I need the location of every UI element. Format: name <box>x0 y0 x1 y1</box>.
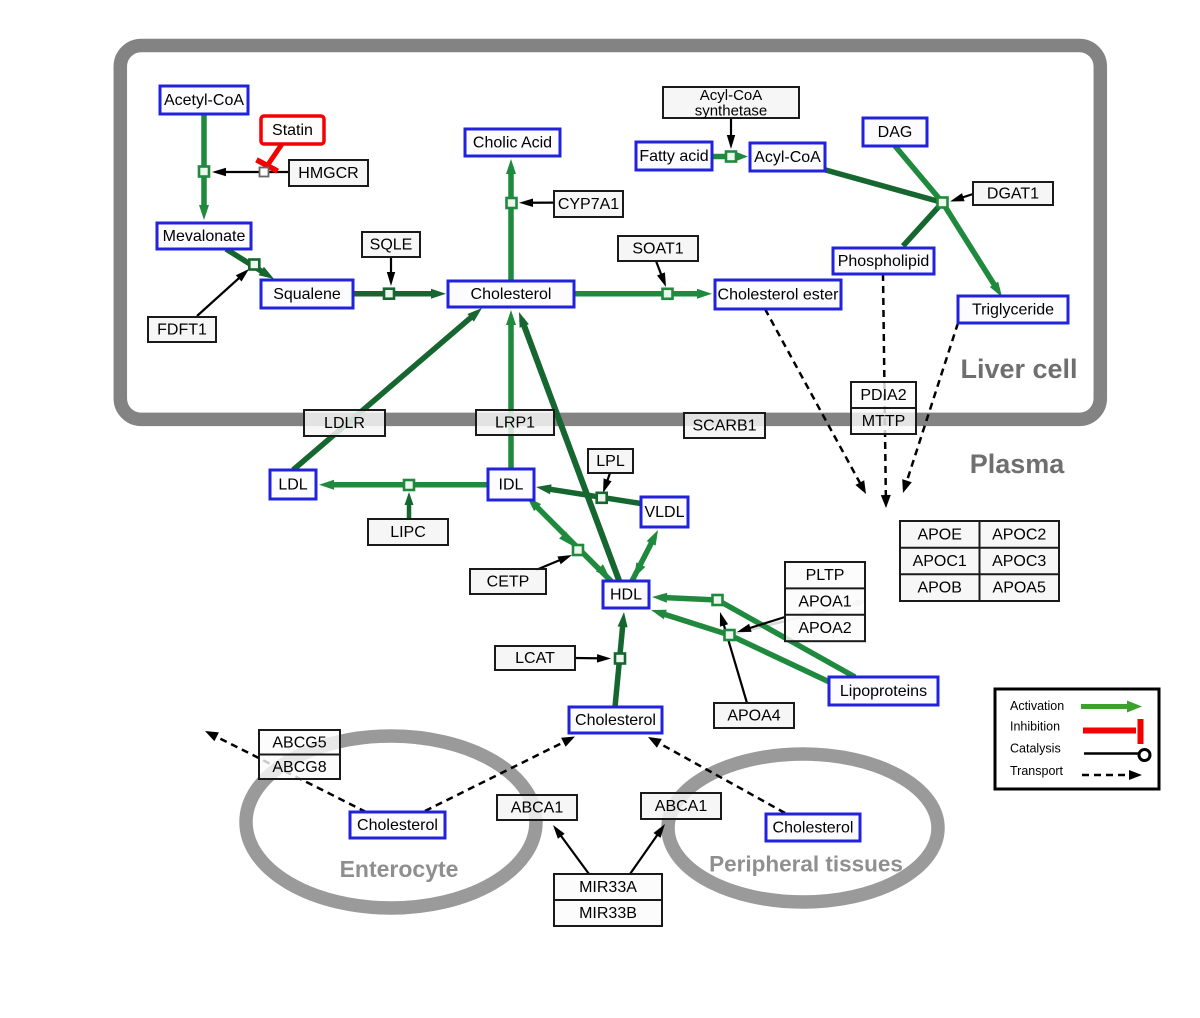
svg-text:MIR33B: MIR33B <box>579 905 637 922</box>
svg-text:Cholic Acid: Cholic Acid <box>473 135 552 152</box>
svg-text:SOAT1: SOAT1 <box>632 241 683 258</box>
svg-text:HMGCR: HMGCR <box>298 165 358 182</box>
svg-text:Cholesterol: Cholesterol <box>773 820 854 837</box>
svg-text:LPL: LPL <box>596 453 625 470</box>
svg-text:APOA4: APOA4 <box>727 708 780 725</box>
svg-text:APOC1: APOC1 <box>913 553 967 570</box>
svg-text:Cholesterol ester: Cholesterol ester <box>718 287 840 304</box>
svg-text:APOE: APOE <box>917 526 961 543</box>
svg-text:MIR33A: MIR33A <box>579 879 637 896</box>
svg-text:FDFT1: FDFT1 <box>157 322 207 339</box>
svg-text:Cholesterol: Cholesterol <box>575 712 656 729</box>
svg-text:APOB: APOB <box>917 580 961 597</box>
svg-text:Liver cell: Liver cell <box>960 354 1077 384</box>
svg-text:ABCA1: ABCA1 <box>511 800 564 817</box>
svg-text:APOA5: APOA5 <box>993 580 1046 597</box>
svg-text:Inhibition: Inhibition <box>1010 720 1060 734</box>
svg-text:ABCA1: ABCA1 <box>655 798 708 815</box>
svg-text:Cholesterol: Cholesterol <box>471 286 552 303</box>
svg-text:LRP1: LRP1 <box>495 415 535 432</box>
svg-text:DGAT1: DGAT1 <box>987 186 1039 203</box>
svg-text:ABCG8: ABCG8 <box>272 759 326 776</box>
svg-text:Activation: Activation <box>1010 699 1064 713</box>
svg-text:Statin: Statin <box>272 122 313 139</box>
svg-text:PLTP: PLTP <box>806 567 845 584</box>
svg-text:APOC3: APOC3 <box>992 553 1046 570</box>
svg-text:Phospholipid: Phospholipid <box>838 253 930 270</box>
svg-text:Squalene: Squalene <box>273 286 341 303</box>
svg-text:Plasma: Plasma <box>970 449 1066 479</box>
svg-text:MTTP: MTTP <box>862 413 906 430</box>
svg-text:HDL: HDL <box>610 587 642 604</box>
svg-text:Acyl-CoA: Acyl-CoA <box>700 87 763 104</box>
svg-text:LDLR: LDLR <box>324 415 365 432</box>
svg-text:LDL: LDL <box>278 477 307 494</box>
svg-text:Transport: Transport <box>1010 764 1064 778</box>
svg-text:PDIA2: PDIA2 <box>860 387 906 404</box>
svg-text:Enterocyte: Enterocyte <box>340 856 459 882</box>
svg-text:LCAT: LCAT <box>515 650 555 667</box>
svg-text:Lipoproteins: Lipoproteins <box>840 683 927 700</box>
svg-text:IDL: IDL <box>499 477 524 494</box>
svg-text:Acyl-CoA: Acyl-CoA <box>754 149 821 166</box>
svg-text:Peripheral tissues: Peripheral tissues <box>709 852 903 877</box>
svg-text:CYP7A1: CYP7A1 <box>558 196 619 213</box>
svg-text:Mevalonate: Mevalonate <box>163 228 246 245</box>
svg-text:LIPC: LIPC <box>390 524 426 541</box>
svg-text:Catalysis: Catalysis <box>1010 742 1061 756</box>
svg-text:Triglyceride: Triglyceride <box>972 302 1054 319</box>
svg-text:Fatty acid: Fatty acid <box>639 148 708 165</box>
svg-text:SCARB1: SCARB1 <box>692 418 756 435</box>
svg-text:CETP: CETP <box>487 574 530 591</box>
svg-text:Acetyl-CoA: Acetyl-CoA <box>164 92 244 109</box>
svg-text:SQLE: SQLE <box>370 237 413 254</box>
svg-text:VLDL: VLDL <box>644 504 684 521</box>
svg-text:synthetase: synthetase <box>695 102 768 119</box>
svg-text:APOC2: APOC2 <box>992 526 1046 543</box>
svg-text:APOA2: APOA2 <box>798 620 851 637</box>
svg-text:Cholesterol: Cholesterol <box>357 817 438 834</box>
svg-text:ABCG5: ABCG5 <box>272 734 326 751</box>
svg-text:APOA1: APOA1 <box>798 594 851 611</box>
svg-text:DAG: DAG <box>878 124 913 141</box>
